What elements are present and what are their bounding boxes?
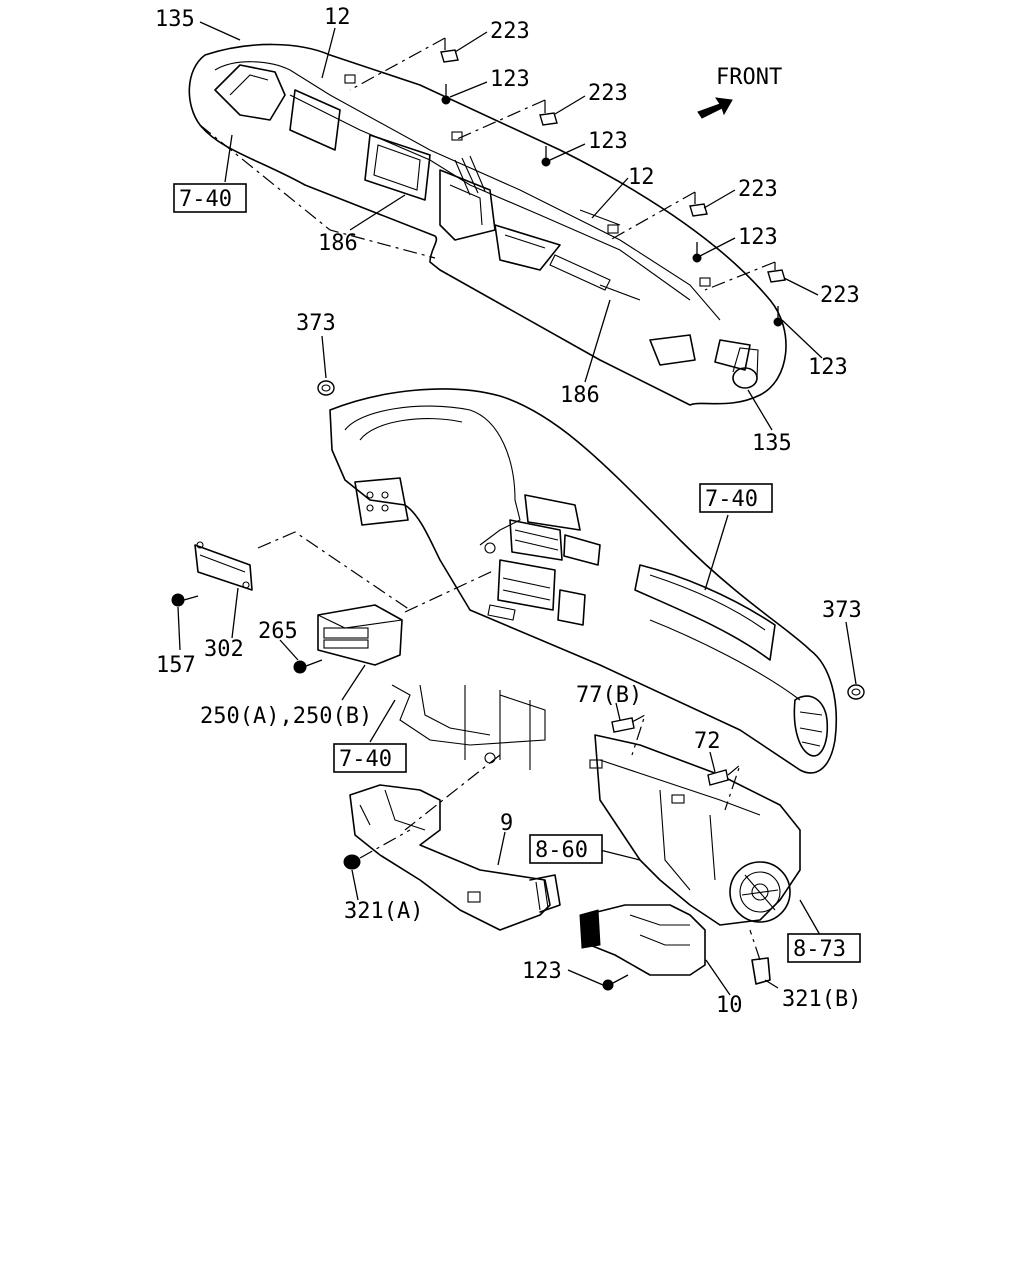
label-72: 72 [694,729,721,754]
reference-boxes: 7-40 7-40 7-40 8-60 8-73 [173,183,861,963]
label-10: 10 [716,993,743,1018]
label-223-a: 223 [490,19,530,44]
ref-8-60: 8-60 [535,838,588,863]
label-250: 250(A),250(B) [200,704,372,729]
label-321a: 321(A) [344,899,423,924]
label-123-b: 123 [588,129,628,154]
ref-7-40-dashboard: 7-40 [705,487,758,512]
label-123-a: 123 [490,67,530,92]
label-223-d: 223 [820,283,860,308]
label-321b: 321(B) [782,987,861,1012]
label-12-mid: 12 [628,165,655,190]
upper-install-lines [199,37,776,291]
lower-duct-10 [579,904,706,991]
grommets [317,380,865,700]
label-77b: 77(B) [576,683,642,708]
label-157: 157 [156,653,196,678]
label-302: 302 [204,637,244,662]
part-labels: 135 12 223 123 223 123 12 223 123 223 12… [155,5,862,1018]
ref-7-40-lower: 7-40 [339,747,392,772]
ref-8-73: 8-73 [793,937,846,962]
label-12-top: 12 [324,5,351,30]
dashboard-panel [329,388,838,774]
label-265: 265 [258,619,298,644]
lower-right-unit [589,713,801,985]
label-123-c: 123 [738,225,778,250]
label-123-bottom: 123 [522,959,562,984]
label-373-top: 373 [296,311,336,336]
bracket-302 [171,531,411,611]
leader-lines [177,21,857,996]
control-unit-250 [293,569,496,674]
label-135-right: 135 [752,431,792,456]
label-223-b: 223 [588,81,628,106]
label-9: 9 [500,811,513,836]
label-373-right: 373 [822,598,862,623]
label-186-right: 186 [560,383,600,408]
upper-fasteners [440,49,786,327]
lower-left-duct [343,684,561,931]
label-135-top: 135 [155,7,195,32]
upper-duct-assembly [188,43,787,406]
front-label: FRONT [716,65,782,90]
label-123-d: 123 [808,355,848,380]
ref-7-40-top: 7-40 [179,187,232,212]
label-223-c: 223 [738,177,778,202]
label-186-left: 186 [318,231,358,256]
front-arrow: FRONT [697,65,782,119]
